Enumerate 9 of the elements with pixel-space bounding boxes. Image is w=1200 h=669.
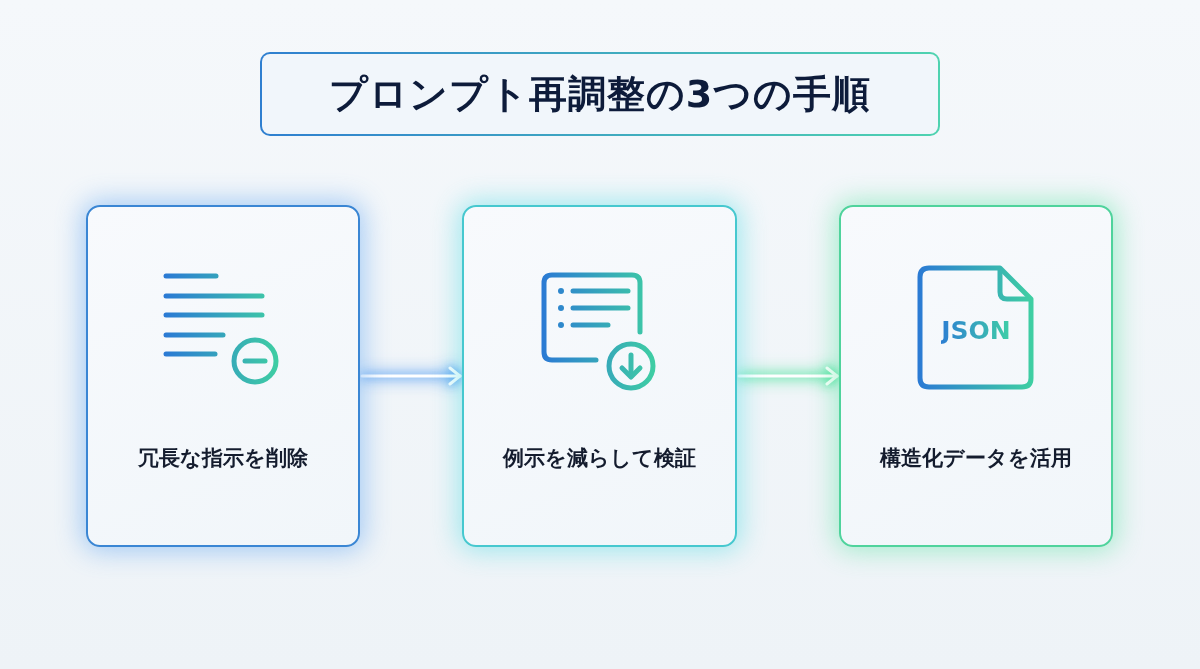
title-text: プロンプト再調整の3つの手順: [328, 70, 872, 118]
step-card: [462, 205, 737, 547]
step-card: [839, 205, 1113, 547]
step-card: [86, 205, 360, 547]
step-label: 構造化データを活用: [880, 445, 1072, 472]
arrow: [737, 366, 839, 386]
arrow: [360, 366, 462, 386]
step-label: 例示を減らして検証: [503, 445, 696, 472]
step-label: 冗長な指示を削除: [138, 445, 308, 472]
